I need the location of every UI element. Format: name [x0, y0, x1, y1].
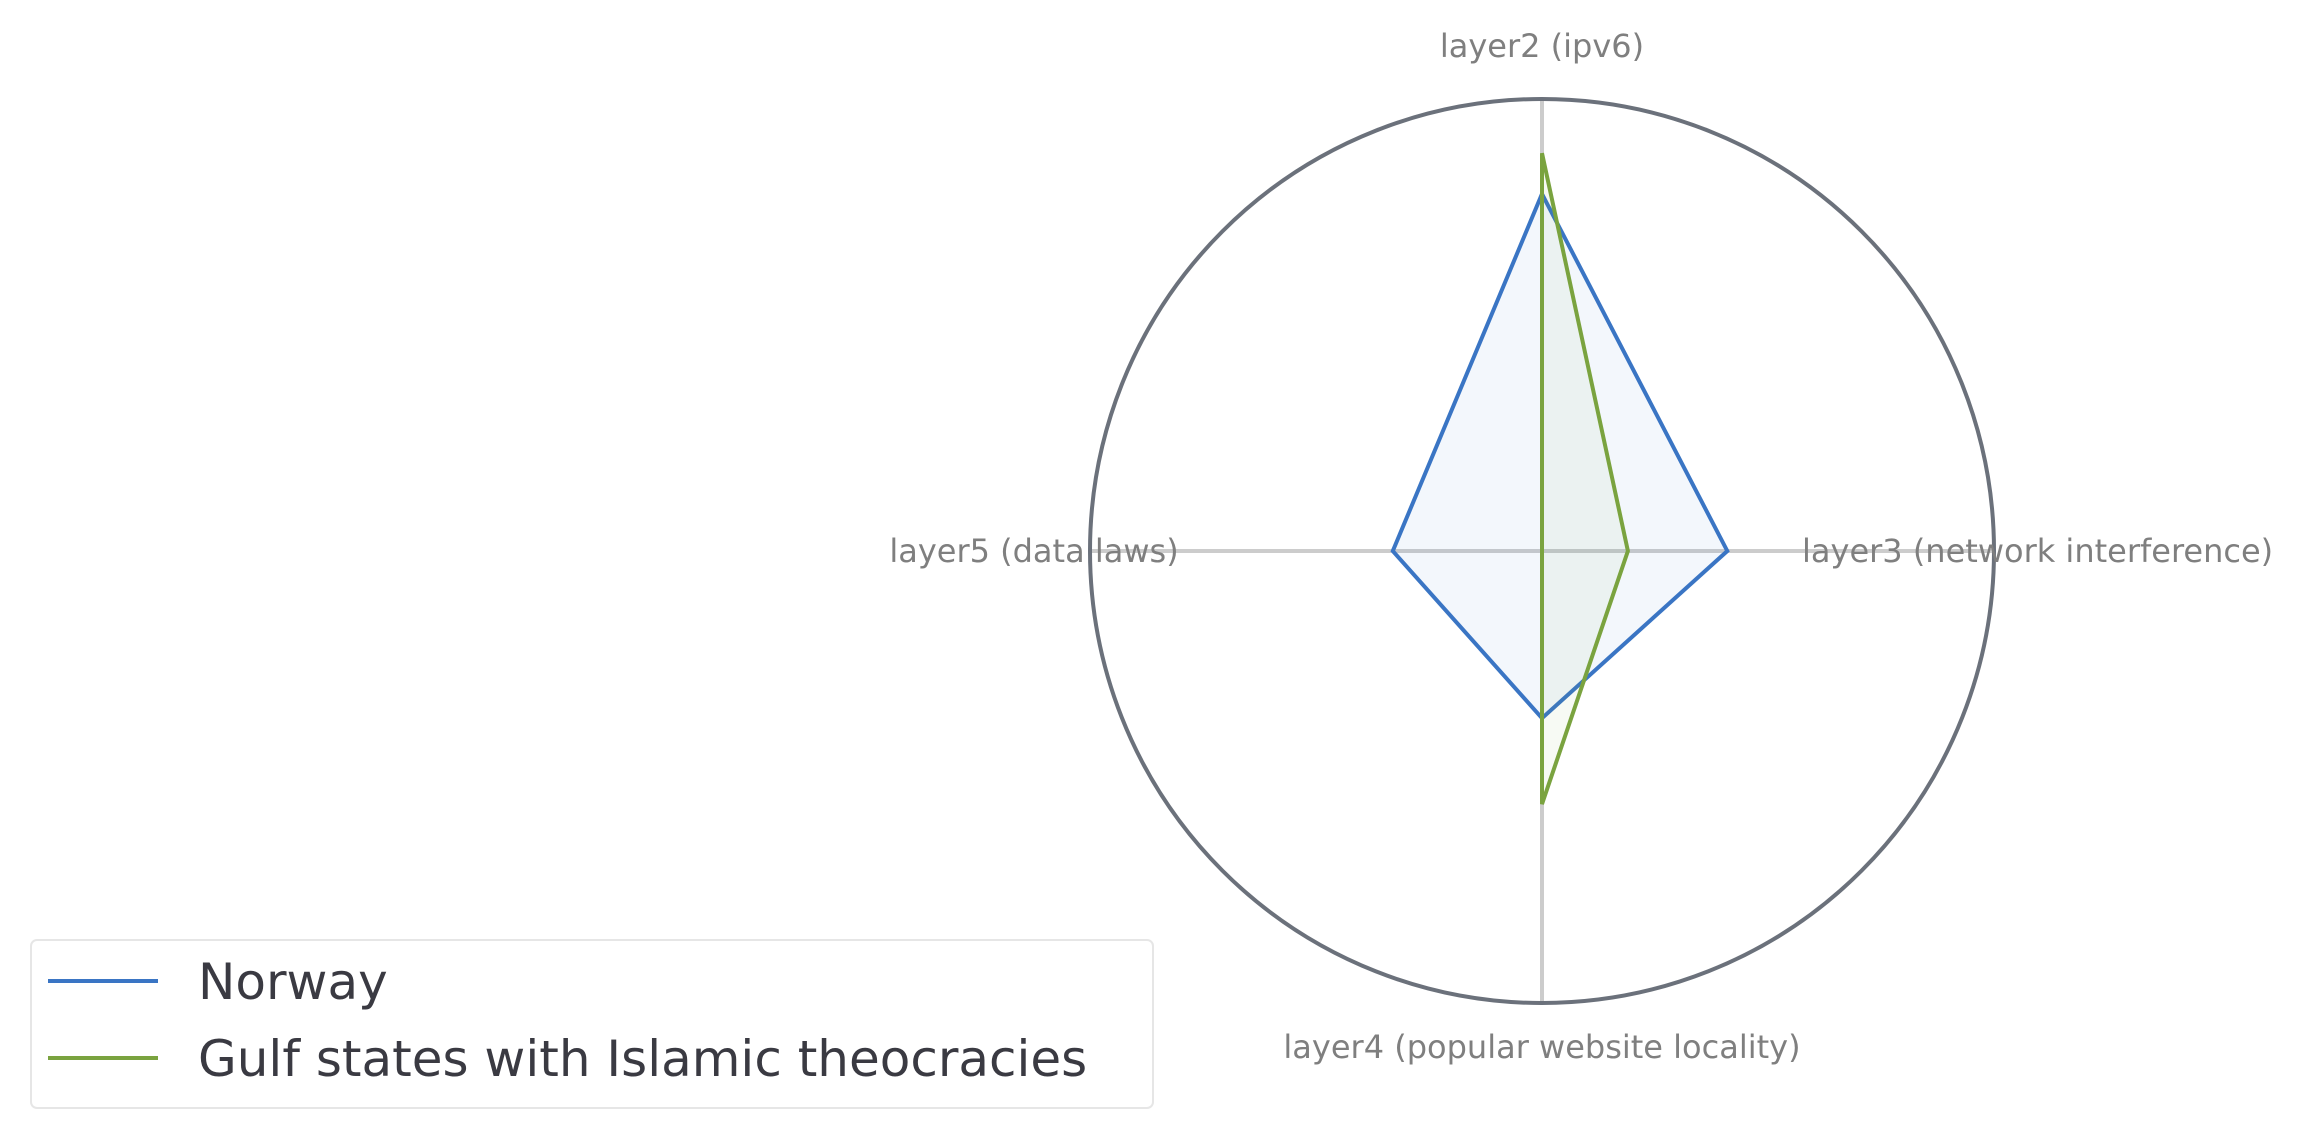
legend: Norway Gulf states with Islamic theocrac… — [30, 939, 1154, 1109]
legend-label-norway: Norway — [198, 953, 388, 1011]
series-polygon-1 — [1540, 152, 1630, 805]
axis-label-layer3: layer3 (network interference) — [1802, 532, 2273, 570]
outer-circle — [1088, 97, 1996, 1005]
series-layer — [1390, 152, 1730, 805]
axis-label-layer5: layer5 (data laws) — [889, 532, 1178, 570]
plot-area: layer2 (ipv6) layer3 (network interferen… — [889, 27, 2273, 1066]
axis-label-layer4: layer4 (popular website locality) — [1283, 1028, 1800, 1066]
legend-frame — [30, 939, 1154, 1109]
legend-label-gulf-states: Gulf states with Islamic theocracies — [198, 1030, 1087, 1088]
axis-label-layer2: layer2 (ipv6) — [1440, 27, 1644, 65]
axis-labels: layer2 (ipv6) layer3 (network interferen… — [889, 27, 2273, 1066]
